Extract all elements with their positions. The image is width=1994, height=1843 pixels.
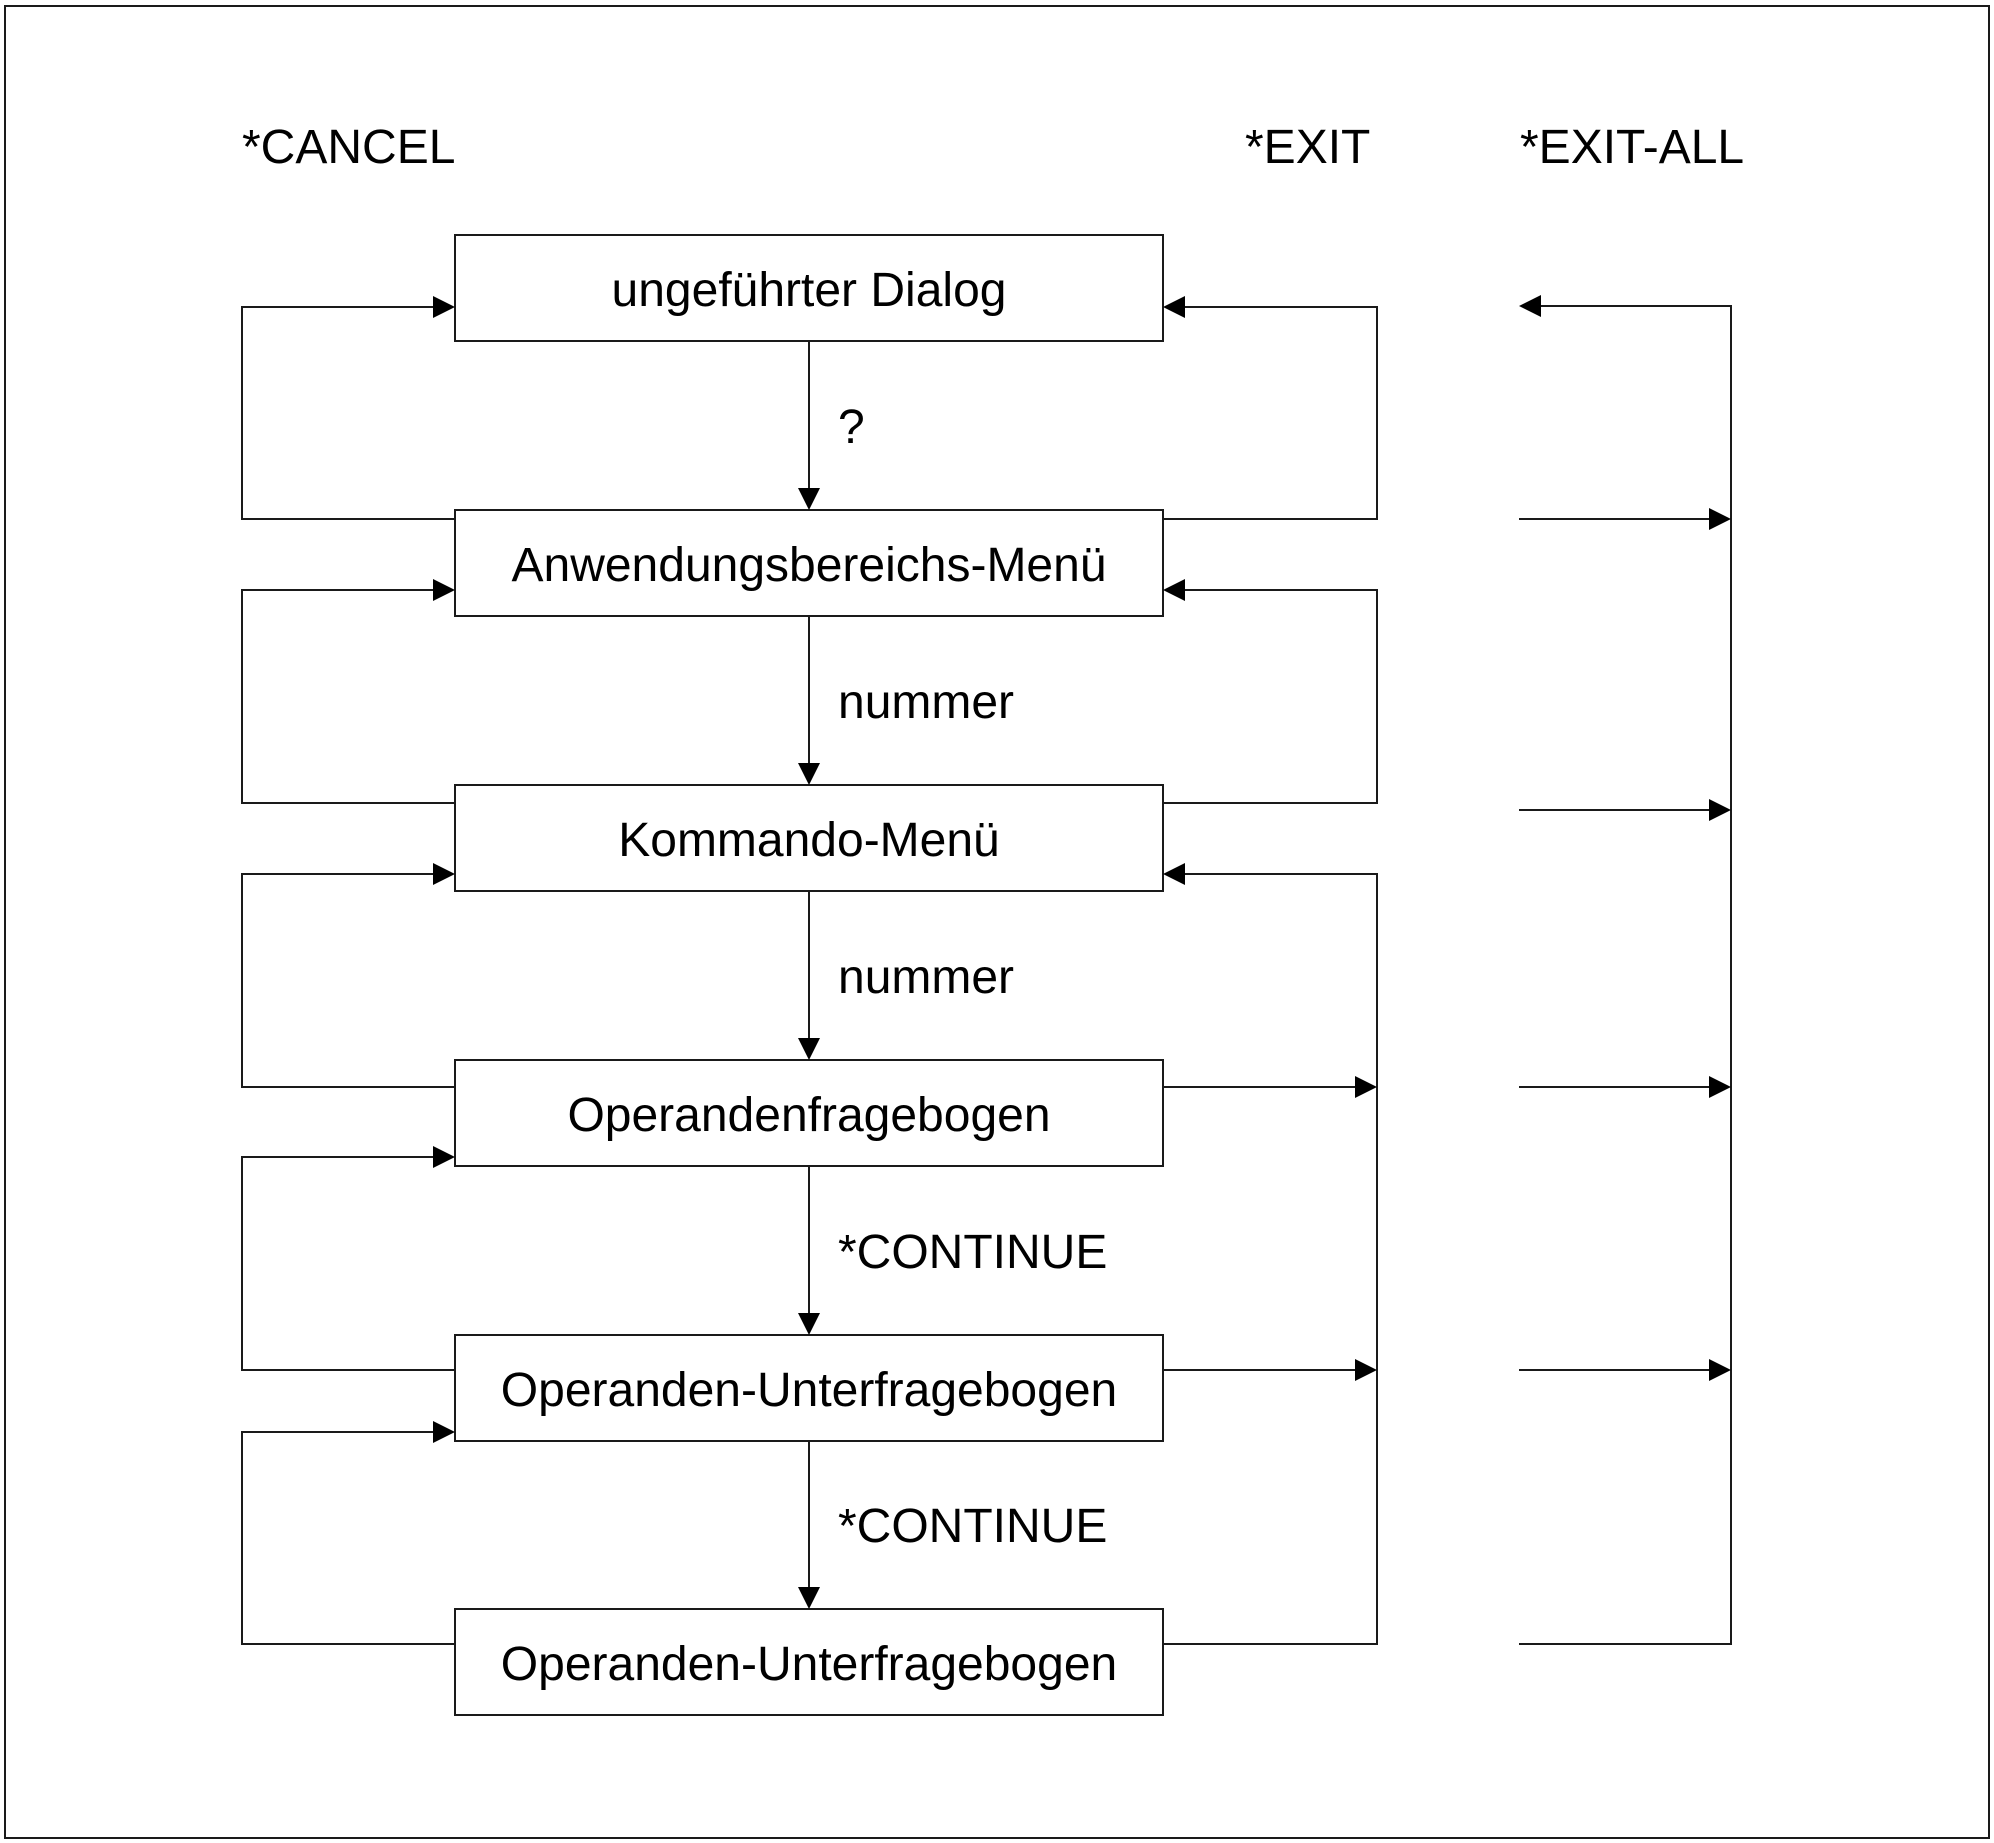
transition-label: nummer: [838, 951, 1014, 1004]
exit-loop-2: [1163, 579, 1378, 804]
box-label: Anwendungsbereichs-Menü: [511, 539, 1106, 592]
box-operand-form: Operandenfragebogen: [454, 1059, 1164, 1167]
exit-feed-subform-1: [1163, 1359, 1377, 1381]
cancel-loop-4: [241, 1146, 455, 1371]
box-label: ungeführter Dialog: [612, 264, 1007, 317]
transition-arrow-5: *CONTINUE: [798, 1441, 1107, 1609]
box-guided-dialog: ungeführter Dialog: [454, 234, 1164, 342]
outer-frame: [4, 5, 1990, 1839]
box-label: Operanden-Unterfragebogen: [501, 1638, 1117, 1691]
transition-label: nummer: [838, 676, 1014, 729]
transition-arrow-1: ?: [798, 341, 865, 510]
header-cancel: *CANCEL: [242, 121, 455, 174]
exit-all-bus: [1519, 295, 1732, 1645]
exit-all-feed-3: [1519, 1076, 1731, 1098]
box-label: Operandenfragebogen: [567, 1089, 1050, 1142]
exit-loop-3: [1163, 863, 1378, 1645]
transition-arrow-3: nummer: [798, 891, 1014, 1060]
box-application-menu: Anwendungsbereichs-Menü: [454, 509, 1164, 617]
transition-label: *CONTINUE: [838, 1226, 1107, 1279]
exit-loop-1: [1163, 296, 1378, 520]
exit-all-feed-2: [1519, 799, 1731, 821]
exit-all-feed-4: [1519, 1359, 1731, 1381]
box-command-menu: Kommando-Menü: [454, 784, 1164, 892]
cancel-loop-3: [241, 863, 455, 1088]
header-exit: *EXIT: [1245, 121, 1370, 174]
box-label: Operanden-Unterfragebogen: [501, 1364, 1117, 1417]
cancel-loop-5: [241, 1421, 455, 1645]
transition-arrow-2: nummer: [798, 616, 1014, 785]
cancel-loop-1: [241, 296, 455, 520]
exit-feed-operand-form: [1163, 1076, 1377, 1098]
transition-label: *CONTINUE: [838, 1500, 1107, 1553]
box-label: Kommando-Menü: [618, 814, 1000, 867]
transition-arrow-4: *CONTINUE: [798, 1166, 1107, 1335]
cancel-loop-2: [241, 579, 455, 804]
box-operand-subform-2: Operanden-Unterfragebogen: [454, 1608, 1164, 1716]
header-exit-all: *EXIT-ALL: [1520, 121, 1744, 174]
exit-all-feed-1: [1519, 508, 1731, 530]
transition-label: ?: [838, 401, 865, 454]
box-operand-subform-1: Operanden-Unterfragebogen: [454, 1334, 1164, 1442]
